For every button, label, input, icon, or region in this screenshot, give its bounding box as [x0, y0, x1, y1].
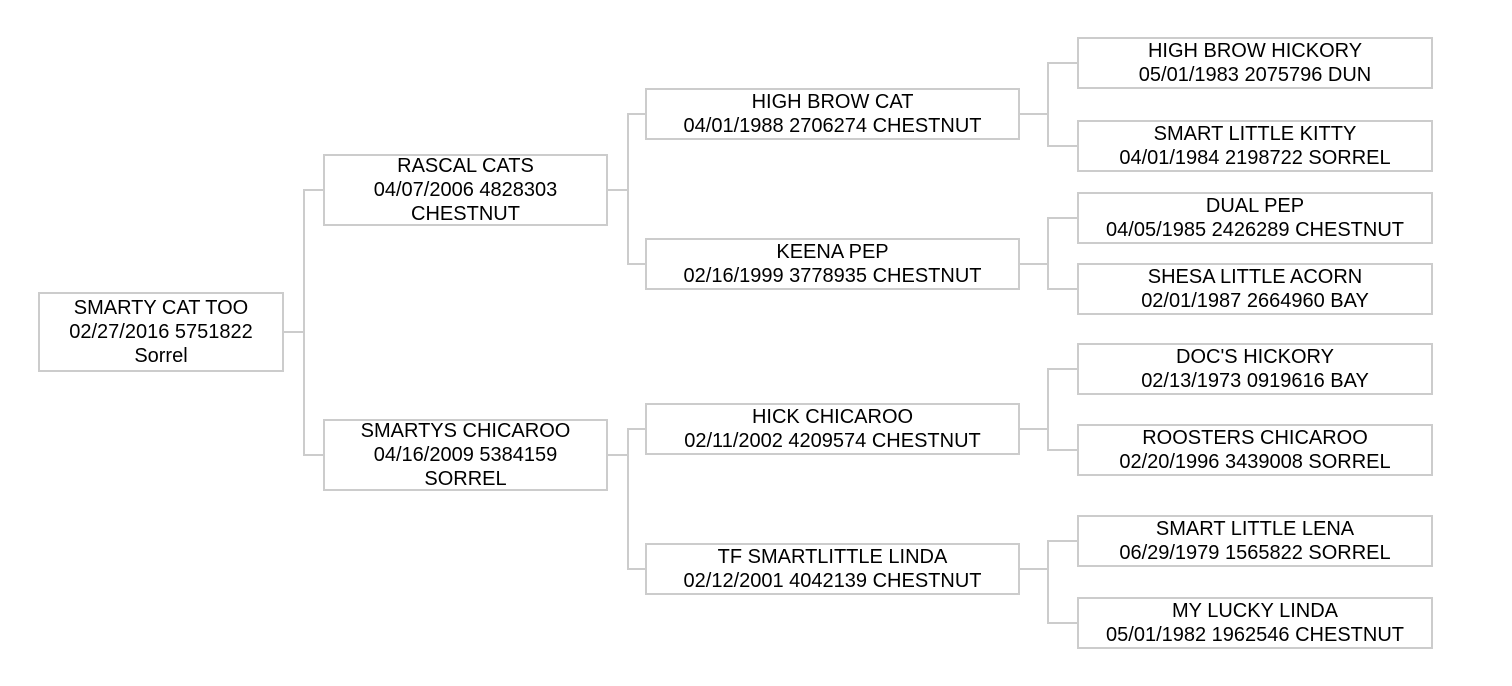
horse-name: SMART LITTLE LENA: [1155, 518, 1355, 540]
horse-details: 02/12/2001 4042139 CHESTNUT: [683, 570, 982, 592]
pedigree-box-high-brow-cat: HIGH BROW CAT 04/01/1988 2706274 CHESTNU…: [645, 88, 1020, 140]
horse-name: HICK CHICAROO: [751, 406, 914, 428]
pedigree-box-smarty-cat-too: SMARTY CAT TOO 02/27/2016 5751822 Sorrel: [38, 292, 284, 372]
horse-name: MY LUCKY LINDA: [1172, 600, 1338, 622]
pedigree-box-dual-pep: DUAL PEP 04/05/1985 2426289 CHESTNUT: [1077, 192, 1433, 244]
horse-name: SMARTYS CHICAROO: [360, 420, 571, 442]
horse-details: 04/01/1988 2706274 CHESTNUT: [683, 115, 982, 137]
horse-details: 02/11/2002 4209574 CHESTNUT: [684, 430, 981, 452]
pedigree-box-hick-chicaroo: HICK CHICAROO 02/11/2002 4209574 CHESTNU…: [645, 403, 1020, 455]
horse-name: DUAL PEP: [1205, 195, 1305, 217]
connector-root-bracket: [303, 189, 323, 456]
horse-details: 02/20/1996 3439008 SORREL: [1119, 451, 1391, 473]
pedigree-box-shesa-little-acorn: SHESA LITTLE ACORN 02/01/1987 2664960 BA…: [1077, 263, 1433, 315]
horse-details: 04/01/1984 2198722 SORREL: [1119, 147, 1391, 169]
pedigree-box-high-brow-hickory: HIGH BROW HICKORY 05/01/1983 2075796 DUN: [1077, 37, 1433, 89]
horse-color: SORREL: [424, 468, 507, 490]
horse-details: 02/01/1987 2664960 BAY: [1141, 290, 1369, 312]
pedigree-box-rascal-cats: RASCAL CATS 04/07/2006 4828303 CHESTNUT: [323, 154, 608, 226]
horse-name: HIGH BROW CAT: [751, 91, 914, 113]
horse-details: 04/16/2009 5384159: [373, 444, 558, 466]
pedigree-box-tf-smartlittle-linda: TF SMARTLITTLE LINDA 02/12/2001 4042139 …: [645, 543, 1020, 595]
pedigree-box-smart-little-kitty: SMART LITTLE KITTY 04/01/1984 2198722 SO…: [1077, 120, 1433, 172]
horse-name: KEENA PEP: [776, 241, 889, 263]
horse-name: TF SMARTLITTLE LINDA: [717, 546, 948, 568]
horse-details: 04/05/1985 2426289 CHESTNUT: [1106, 219, 1404, 241]
connector-keenapep-bracket: [1047, 217, 1077, 290]
connector-dam-bracket: [627, 428, 645, 570]
pedigree-box-smartys-chicaroo: SMARTYS CHICAROO 04/16/2009 5384159 SORR…: [323, 419, 608, 491]
pedigree-box-smart-little-lena: SMART LITTLE LENA 06/29/1979 1565822 SOR…: [1077, 515, 1433, 567]
horse-details: 02/16/1999 3778935 CHESTNUT: [683, 265, 982, 287]
horse-name: ROOSTERS CHICAROO: [1142, 427, 1368, 449]
horse-details: 05/01/1983 2075796 DUN: [1138, 64, 1372, 86]
horse-details: 04/07/2006 4828303: [373, 179, 558, 201]
connector-tfsmartlittlelinda-bracket: [1047, 540, 1077, 624]
horse-name: DOC'S HICKORY: [1176, 346, 1334, 368]
connector-hickchicaroo-bracket: [1047, 368, 1077, 451]
horse-color: CHESTNUT: [411, 203, 520, 225]
horse-details: 06/29/1979 1565822 SORREL: [1119, 542, 1391, 564]
horse-details: 05/01/1982 1962546 CHESTNUT: [1106, 624, 1404, 646]
horse-name: RASCAL CATS: [397, 155, 534, 177]
pedigree-box-keena-pep: KEENA PEP 02/16/1999 3778935 CHESTNUT: [645, 238, 1020, 290]
pedigree-box-roosters-chicaroo: ROOSTERS CHICAROO 02/20/1996 3439008 SOR…: [1077, 424, 1433, 476]
horse-details: 02/13/1973 0919616 BAY: [1141, 370, 1369, 392]
horse-details: 02/27/2016 5751822: [69, 321, 253, 343]
horse-color: Sorrel: [134, 345, 188, 367]
connector-highbrowcat-bracket: [1047, 62, 1077, 147]
horse-name: HIGH BROW HICKORY: [1147, 40, 1363, 62]
horse-name: SHESA LITTLE ACORN: [1147, 266, 1363, 288]
connector-sire-bracket: [627, 113, 645, 265]
horse-name: SMARTY CAT TOO: [73, 297, 249, 319]
pedigree-box-docs-hickory: DOC'S HICKORY 02/13/1973 0919616 BAY: [1077, 343, 1433, 395]
pedigree-box-my-lucky-linda: MY LUCKY LINDA 05/01/1982 1962546 CHESTN…: [1077, 597, 1433, 649]
horse-name: SMART LITTLE KITTY: [1153, 123, 1357, 145]
